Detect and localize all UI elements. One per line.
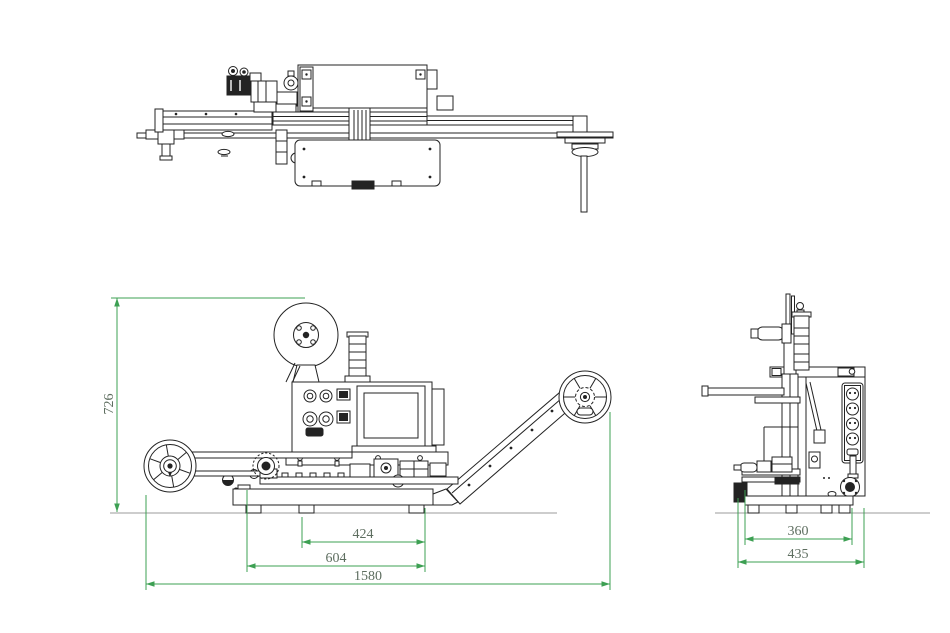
dim-726: 726	[102, 297, 305, 512]
dim-1580-label: 1580	[354, 569, 382, 584]
control-panel	[291, 381, 445, 454]
front-right-reel	[558, 370, 612, 424]
tape-reel	[273, 302, 339, 384]
dim-360: 360	[744, 490, 853, 545]
side-view-drawing: 360 435	[701, 293, 930, 568]
dim-360-label: 360	[788, 524, 809, 539]
dim-1580: 1580	[145, 412, 611, 590]
dim-604: 604	[246, 490, 425, 572]
side-base	[744, 495, 854, 514]
dim-424-label: 424	[353, 527, 374, 542]
front-view-drawing: 726 424 604 1580	[102, 297, 612, 590]
dim-424: 424	[301, 508, 426, 572]
machine-base	[232, 488, 434, 514]
front-left-reel	[143, 439, 353, 493]
power-strip-panel	[841, 382, 864, 479]
dim-726-label: 726	[102, 394, 117, 415]
knurled-roller	[252, 452, 280, 480]
dim-435: 435	[737, 498, 865, 568]
dim-435-label: 435	[788, 547, 809, 562]
top-view-drawing	[136, 64, 614, 213]
dim-604-label: 604	[326, 551, 347, 566]
